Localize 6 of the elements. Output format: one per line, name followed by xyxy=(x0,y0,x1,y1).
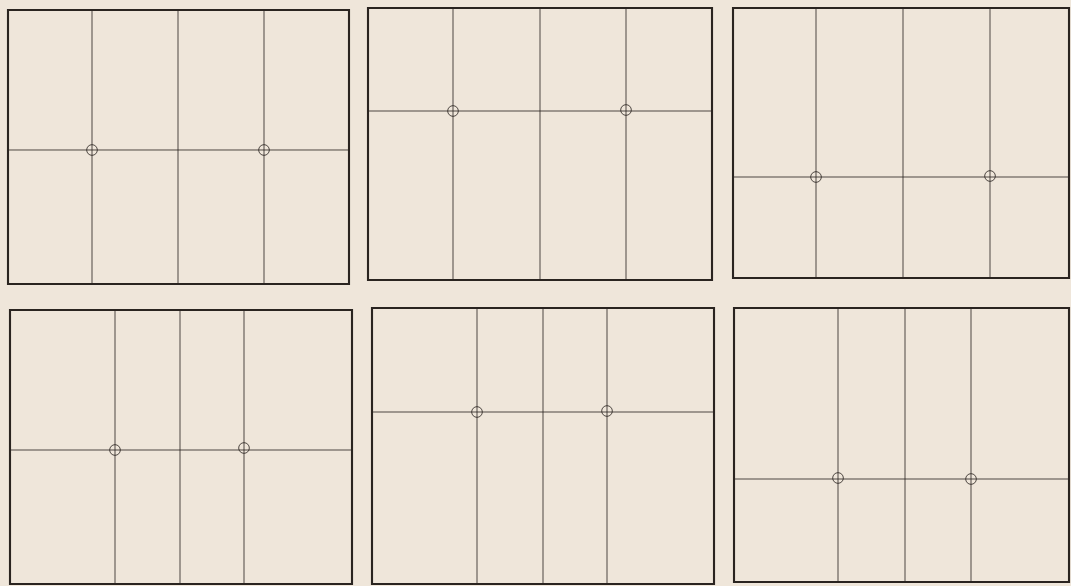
frame xyxy=(732,306,1071,584)
frame xyxy=(731,6,1071,280)
frame xyxy=(8,308,354,586)
frame xyxy=(6,8,351,286)
frame xyxy=(366,6,714,282)
frame xyxy=(370,306,716,586)
